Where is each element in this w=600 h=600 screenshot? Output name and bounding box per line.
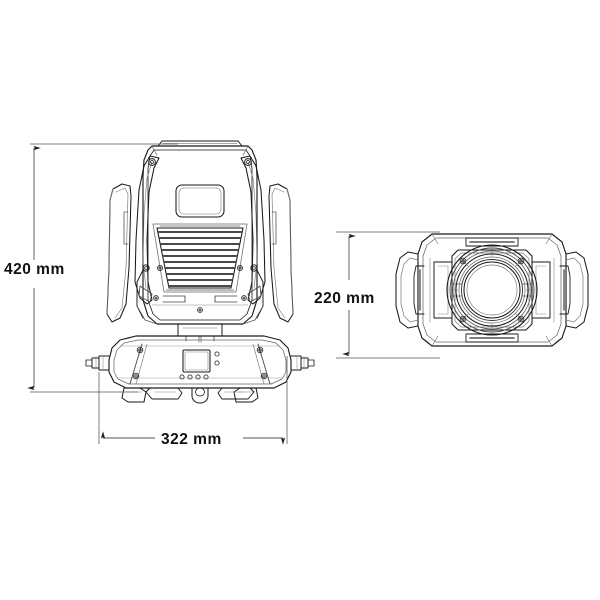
rear-lower-details bbox=[151, 295, 249, 306]
mounting-feet bbox=[121, 387, 259, 404]
control-buttons bbox=[179, 374, 209, 380]
depth-dimension-label: 220 mm bbox=[314, 290, 375, 307]
control-panel bbox=[179, 349, 220, 380]
yoke-side-cover-left bbox=[106, 183, 132, 323]
width-dimension: 322 mm bbox=[98, 356, 288, 448]
housing-screws bbox=[153, 264, 247, 313]
height-dimension: 420 mm bbox=[4, 143, 178, 393]
depth-dimension: 220 mm bbox=[314, 231, 440, 359]
lcd-display bbox=[182, 349, 211, 373]
lens-assembly bbox=[446, 244, 538, 336]
corner-screws bbox=[459, 257, 525, 323]
width-dimension-label: 322 mm bbox=[161, 431, 222, 448]
height-dimension-label: 420 mm bbox=[4, 261, 65, 278]
yoke-side-cover-right bbox=[268, 183, 294, 323]
rear-panel-window bbox=[175, 184, 225, 218]
yoke-arm-right bbox=[240, 155, 266, 305]
status-leds bbox=[214, 351, 220, 366]
side-connectors bbox=[85, 355, 315, 371]
yoke-arm-left bbox=[134, 155, 160, 305]
base-screws bbox=[132, 346, 268, 380]
lens-bezel bbox=[451, 249, 533, 331]
front-view bbox=[395, 233, 589, 347]
